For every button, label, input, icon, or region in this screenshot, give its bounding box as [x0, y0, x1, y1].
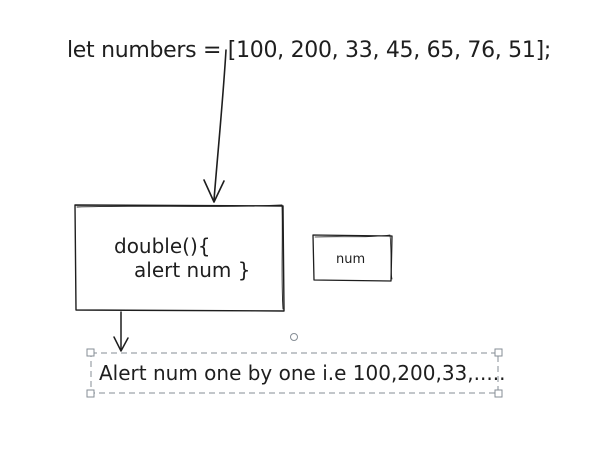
- function-box[interactable]: double(){ alert num }: [74, 204, 285, 312]
- num-box[interactable]: num: [312, 234, 393, 282]
- array-to-function-arrow[interactable]: [203, 49, 227, 203]
- function-to-note-arrow[interactable]: [113, 311, 129, 352]
- resize-handle-bottom-left[interactable]: [86, 389, 95, 398]
- function-signature-text: double(){: [114, 234, 211, 258]
- note-text[interactable]: Alert num one by one i.e 100,200,33,....…: [99, 361, 505, 385]
- num-box-label: num: [336, 252, 365, 267]
- function-body-text: alert num }: [134, 258, 250, 282]
- resize-handle-bottom-right[interactable]: [494, 389, 503, 398]
- rotation-handle[interactable]: [290, 333, 298, 341]
- resize-handle-top-left[interactable]: [86, 348, 95, 357]
- resize-handle-top-right[interactable]: [494, 348, 503, 357]
- selection-frame: [86, 348, 503, 398]
- numbers-array-text[interactable]: let numbers = [100, 200, 33, 45, 65, 76,…: [67, 38, 551, 63]
